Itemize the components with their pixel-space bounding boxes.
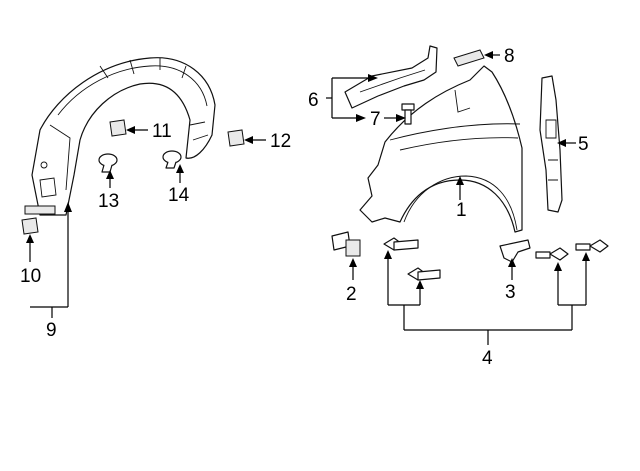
callout-14: 14 <box>168 185 190 206</box>
fender-liner <box>24 57 216 216</box>
front-fender <box>359 65 523 233</box>
callout-labels: 1 2 3 4 5 6 7 8 9 10 11 12 13 14 <box>20 46 589 369</box>
bracket-6 <box>344 45 438 109</box>
callout-12: 12 <box>270 131 291 152</box>
clip-11 <box>109 119 127 137</box>
bolt-4d <box>575 239 609 253</box>
clip-12 <box>227 129 245 147</box>
push-pin-14 <box>162 150 182 169</box>
callout-2: 2 <box>346 284 357 305</box>
bolt-7 <box>401 103 415 125</box>
clip-10 <box>21 217 39 235</box>
nut-clip-2 <box>331 231 361 257</box>
seal-8 <box>453 49 485 67</box>
callout-10: 10 <box>20 266 41 287</box>
callout-8: 8 <box>504 46 515 67</box>
bracket-5 <box>539 75 563 213</box>
callout-9: 9 <box>46 320 57 341</box>
bolt-4c <box>535 247 569 261</box>
callout-6: 6 <box>308 90 319 111</box>
bracket-3 <box>499 239 531 263</box>
callout-3: 3 <box>505 282 516 303</box>
callout-5: 5 <box>578 134 589 155</box>
push-pin-13 <box>98 153 118 173</box>
callout-1: 1 <box>456 200 467 221</box>
bolt-4b <box>407 267 441 281</box>
callout-13: 13 <box>98 191 119 212</box>
callout-4: 4 <box>482 348 493 369</box>
callout-11: 11 <box>152 121 172 142</box>
arrowheads <box>26 51 590 289</box>
bolt-4a <box>383 237 419 251</box>
callout-7: 7 <box>370 109 381 130</box>
